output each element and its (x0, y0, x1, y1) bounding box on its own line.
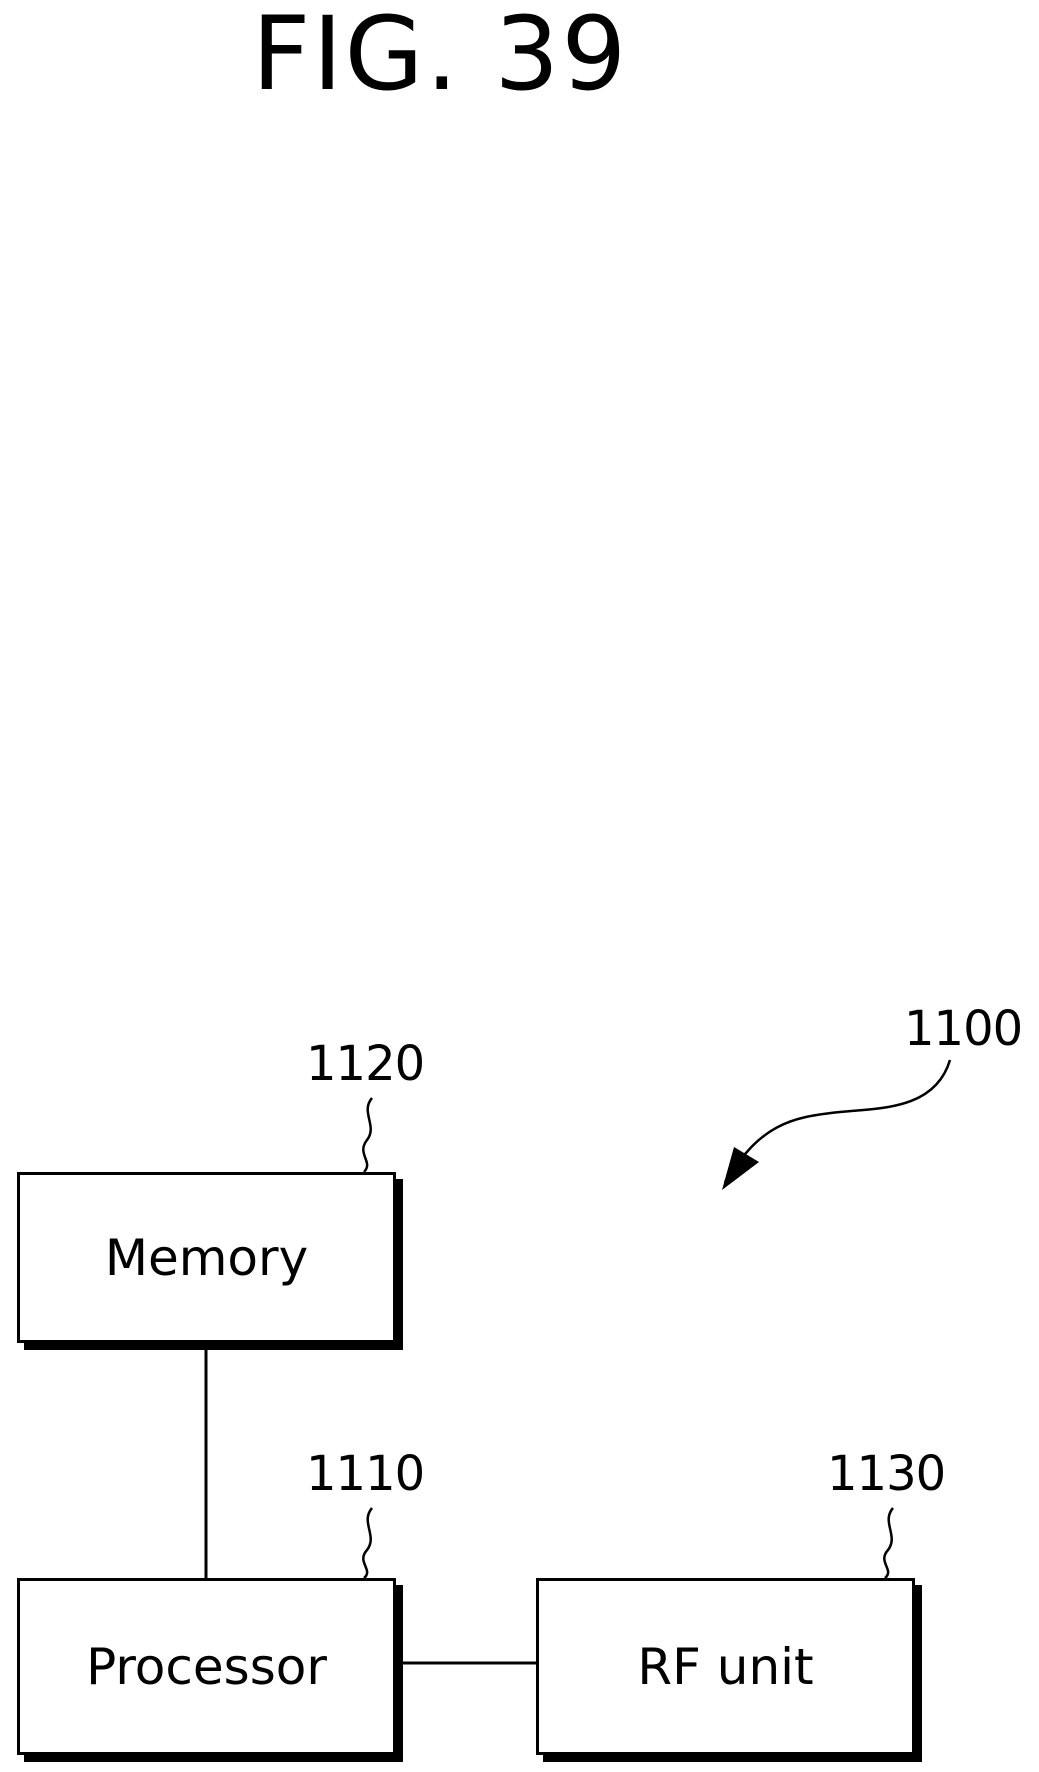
rf-ref-leader (884, 1508, 893, 1578)
system-ref-arrowhead (722, 1147, 759, 1190)
processor-ref-leader (363, 1508, 372, 1578)
system-ref-number: 1100 (904, 1005, 1022, 1053)
memory-ref-leader (363, 1098, 372, 1172)
system-ref-arrow-line (725, 1060, 950, 1182)
processor-label: Processor (86, 1642, 327, 1692)
processor-ref-number: 1110 (306, 1450, 424, 1498)
rf-unit-ref-number: 1130 (827, 1450, 945, 1498)
rf-unit-label: RF unit (637, 1642, 813, 1692)
rf-unit-block: RF unit (536, 1578, 915, 1755)
memory-label: Memory (105, 1233, 308, 1283)
processor-block: Processor (17, 1578, 396, 1755)
memory-block: Memory (17, 1172, 396, 1343)
memory-ref-number: 1120 (306, 1040, 424, 1088)
